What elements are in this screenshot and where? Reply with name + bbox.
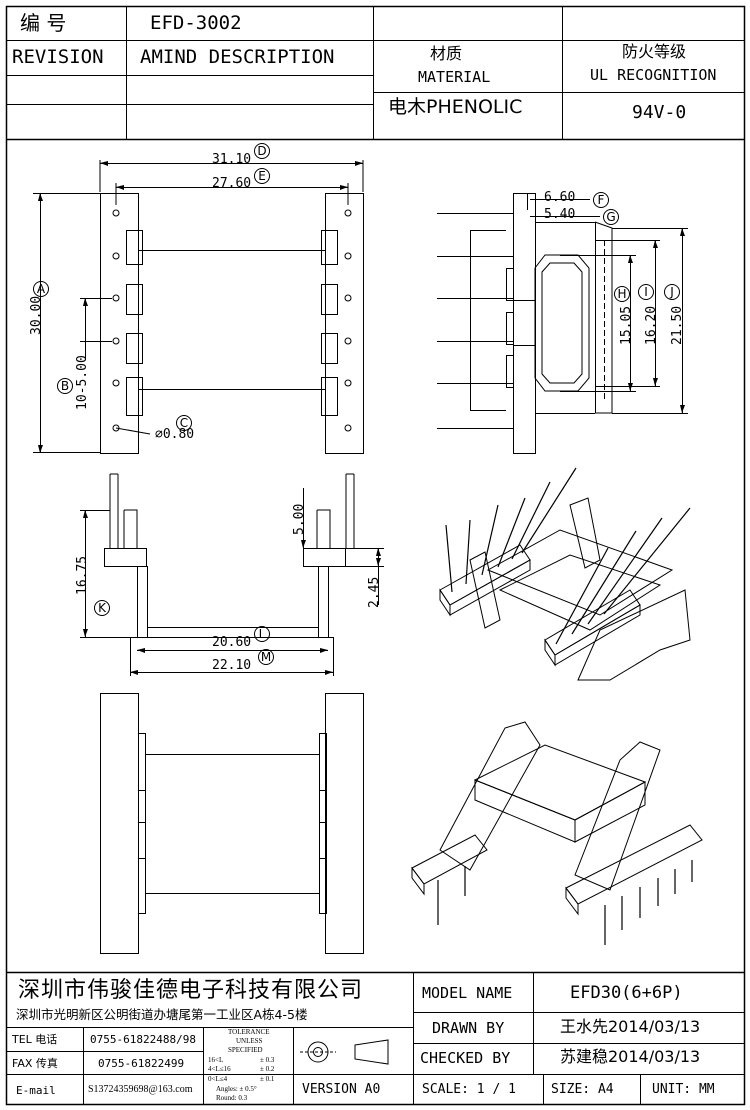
- marker-b: B: [57, 378, 73, 394]
- tolerance-line-2: UNLESS: [236, 1037, 263, 1045]
- company-name: 深圳市伟骏佳德电子科技有限公司: [18, 978, 364, 1003]
- tol-val-2: ± 0.2: [260, 1065, 275, 1073]
- marker-k: K: [94, 600, 110, 616]
- tel-label: TEL 电话: [12, 1033, 58, 1046]
- dim-b: 10-5.00: [75, 355, 90, 410]
- material-cn: 材质: [430, 44, 463, 63]
- dim-f: 6.60: [544, 190, 576, 205]
- tolerance-line-3: SPECIFIED: [228, 1046, 263, 1054]
- dim-m: 22.10: [212, 658, 252, 673]
- dim-l: 20.60: [212, 635, 252, 650]
- ul-value: 94V-0: [632, 102, 687, 123]
- dim-e: 27.60: [212, 176, 252, 191]
- dim-c: ⌀0.80: [155, 427, 195, 442]
- unit: UNIT: MM: [652, 1082, 715, 1097]
- marker-h: H: [614, 286, 630, 302]
- checked-label: CHECKED BY: [420, 1049, 511, 1067]
- checked-value: 苏建稳2014/03/13: [560, 1047, 701, 1066]
- size: SIZE: A4: [551, 1082, 614, 1097]
- marker-j: J: [664, 284, 680, 300]
- tol-round: Round: 0.3: [216, 1094, 248, 1102]
- email-value: S13724359698@163.com: [88, 1084, 193, 1095]
- company-address: 深圳市光明新区公明街道办塘尾第一工业区A栋4-5楼: [16, 1007, 308, 1022]
- model-value: EFD30(6+6P): [570, 983, 683, 1003]
- drawn-value: 王水先2014/03/13: [560, 1017, 701, 1036]
- tel-value: 0755-61822488/98: [90, 1033, 196, 1046]
- dim-a: 30.00: [29, 295, 44, 335]
- material-en: MATERIAL: [418, 68, 491, 86]
- version: VERSION A0: [302, 1082, 381, 1097]
- dim-side-mid: 2.45: [367, 576, 382, 608]
- marker-d: D: [254, 143, 270, 159]
- material-value: 电木PHENOLIC: [388, 96, 523, 118]
- dim-side-top: 5.00: [292, 503, 307, 535]
- tol-angles: Angles: ± 0.5°: [216, 1085, 257, 1093]
- marker-a: A: [33, 281, 49, 297]
- tolerance-line-1: TOLERANCE: [228, 1028, 270, 1036]
- marker-f: F: [593, 192, 609, 208]
- ul-en: UL RECOGNITION: [590, 66, 717, 84]
- dim-k: 16.75: [75, 555, 90, 595]
- marker-c: C: [176, 415, 192, 431]
- marker-g: G: [603, 209, 619, 225]
- part-no-label: 编 号: [20, 11, 67, 35]
- marker-e: E: [254, 168, 270, 184]
- amend-label: AMIND DESCRIPTION: [140, 46, 335, 68]
- dim-g: 5.40: [544, 207, 576, 222]
- fax-value: 0755-61822499: [98, 1057, 185, 1070]
- scale: SCALE: 1 / 1: [422, 1082, 516, 1097]
- ul-cn: 防火等级: [622, 42, 687, 61]
- tol-range-3: 0<L≤4: [208, 1075, 228, 1083]
- email-label: E-mail: [16, 1084, 56, 1097]
- fax-label: FAX 传真: [12, 1057, 58, 1070]
- dim-d: 31.10: [212, 152, 252, 167]
- tol-val-3: ± 0.1: [260, 1075, 275, 1083]
- dim-i: 16.20: [644, 305, 659, 345]
- drawn-label: DRAWN BY: [432, 1019, 505, 1037]
- tol-val-1: ± 0.3: [260, 1056, 275, 1064]
- tol-range-2: 4<L≤16: [208, 1065, 231, 1073]
- dim-h: 15.05: [619, 305, 634, 345]
- revision-label: REVISION: [12, 46, 104, 68]
- model-label: MODEL NAME: [422, 984, 513, 1002]
- marker-l: L: [254, 626, 270, 642]
- marker-i: I: [638, 284, 654, 300]
- part-no: EFD-3002: [150, 12, 242, 34]
- dim-j: 21.50: [670, 305, 685, 345]
- tol-range-1: 16<L: [208, 1056, 224, 1064]
- marker-m: M: [258, 649, 274, 665]
